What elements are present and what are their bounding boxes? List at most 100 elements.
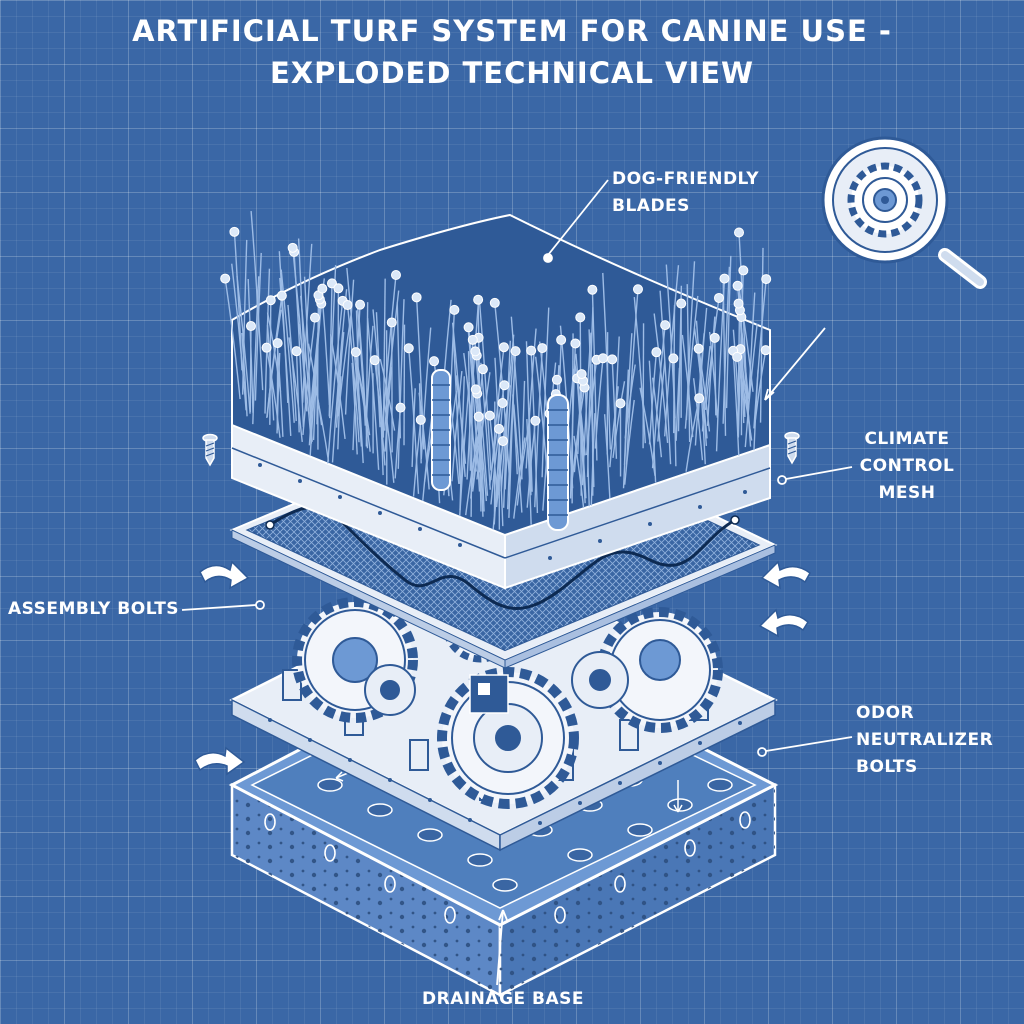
grass-blade [747, 292, 756, 416]
grass-blade [249, 326, 252, 412]
blade-tip [276, 290, 287, 301]
label-blades-line-1: DOG-FRIENDLY [612, 169, 760, 189]
grass-blade [266, 309, 282, 418]
blade-tip [632, 284, 643, 295]
grass-blade [673, 305, 676, 434]
grass-blade [525, 341, 532, 496]
grass-blade [415, 297, 425, 450]
grass-blade [625, 289, 639, 465]
grass-blade [603, 414, 611, 499]
grass-blade [502, 340, 512, 508]
blade-tip [415, 414, 426, 425]
grass-blade [455, 375, 467, 464]
blade-tip [272, 338, 283, 349]
blade-tip [499, 380, 510, 391]
grass-blade [624, 399, 635, 485]
grass-blade [241, 332, 248, 417]
grass-blade [591, 289, 598, 461]
grass-blade [573, 435, 585, 508]
grass-blade [622, 333, 633, 489]
label-odor-neutralizer-bolts: ODOR NEUTRALIZER BOLTS [856, 700, 993, 781]
blade-tip [537, 343, 548, 354]
grass-blade [397, 299, 405, 469]
blade-tip [449, 304, 460, 315]
grass-blade [335, 331, 345, 428]
grass-blade [725, 255, 732, 409]
blade-tip [470, 346, 481, 357]
grass-blade [478, 299, 492, 471]
grass-blade [351, 362, 358, 455]
blade-tip [676, 298, 687, 309]
grass-blade [280, 269, 295, 423]
grass-blade [411, 388, 416, 467]
title-line-1: ARTIFICIAL TURF SYSTEM FOR CANINE USE - [132, 14, 892, 48]
grass-blade [316, 295, 320, 425]
label-odor-line-3: BOLTS [856, 757, 918, 777]
blade-tip [411, 292, 422, 303]
grass-blade [383, 399, 395, 483]
turf-blades-layer [220, 211, 772, 590]
blade-tip [510, 346, 521, 357]
diagram-title: ARTIFICIAL TURF SYSTEM FOR CANINE USE - … [0, 10, 1024, 94]
curved-arrow-icon [194, 560, 811, 776]
blade-tip [470, 384, 481, 395]
grass-blade [467, 351, 472, 471]
grass-blade [288, 337, 303, 442]
blade-tip [403, 343, 414, 354]
blade-tip [738, 265, 749, 276]
grass-blade [753, 279, 767, 429]
blade-tip [733, 298, 744, 309]
blade-tip [497, 398, 508, 409]
blade-tip [390, 269, 401, 280]
blade-tip [429, 356, 440, 367]
screw-icon [202, 431, 800, 467]
grass-blade [513, 437, 526, 519]
grass-blade [698, 352, 711, 432]
blade-tip [761, 274, 772, 285]
grass-blade [307, 343, 323, 426]
label-blades-line-2: BLADES [612, 196, 690, 216]
grass-blade [384, 366, 393, 452]
grass-blade [657, 360, 666, 442]
grass-blade [346, 304, 360, 443]
grass-blade [383, 290, 400, 431]
blade-tip [265, 295, 276, 306]
grass-blade [478, 416, 482, 512]
grass-blade [648, 352, 658, 445]
grass-blade [675, 367, 681, 441]
grass-blade [302, 317, 316, 436]
grass-blade [739, 352, 752, 435]
grass-blade [588, 329, 595, 488]
blade-tip [291, 346, 302, 357]
blade-tip [713, 292, 724, 303]
grass-blade [338, 314, 352, 411]
grass-blade [295, 351, 300, 433]
blade-tip [732, 351, 743, 362]
blade-tip [463, 322, 474, 333]
grass-blade [394, 407, 402, 479]
blade-tip [355, 299, 366, 310]
grass-blade [653, 313, 669, 443]
grass-blade [337, 376, 342, 450]
label-drainage-text: DRAINAGE BASE [422, 989, 585, 1009]
grass-blade [344, 279, 355, 415]
grass-blade [664, 265, 680, 437]
label-mesh-line-3: MESH [878, 483, 936, 503]
label-dog-friendly-blades: DOG-FRIENDLY BLADES [612, 166, 759, 220]
grass-blade [754, 350, 767, 423]
grass-blade [327, 300, 344, 464]
grass-blade [693, 328, 708, 439]
grass-blade [530, 350, 539, 514]
grass-blade [451, 370, 463, 482]
blade-tip [607, 354, 618, 365]
grass-blade [475, 389, 488, 502]
grass-blade [265, 347, 281, 438]
grass-blade [254, 252, 262, 401]
grass-blade [697, 307, 708, 421]
grass-blade [659, 290, 672, 465]
grass-blade [611, 359, 618, 459]
blade-tip [350, 347, 361, 358]
blade-tip [369, 355, 380, 366]
grass-blade [418, 392, 430, 490]
blade-tip [719, 273, 730, 284]
